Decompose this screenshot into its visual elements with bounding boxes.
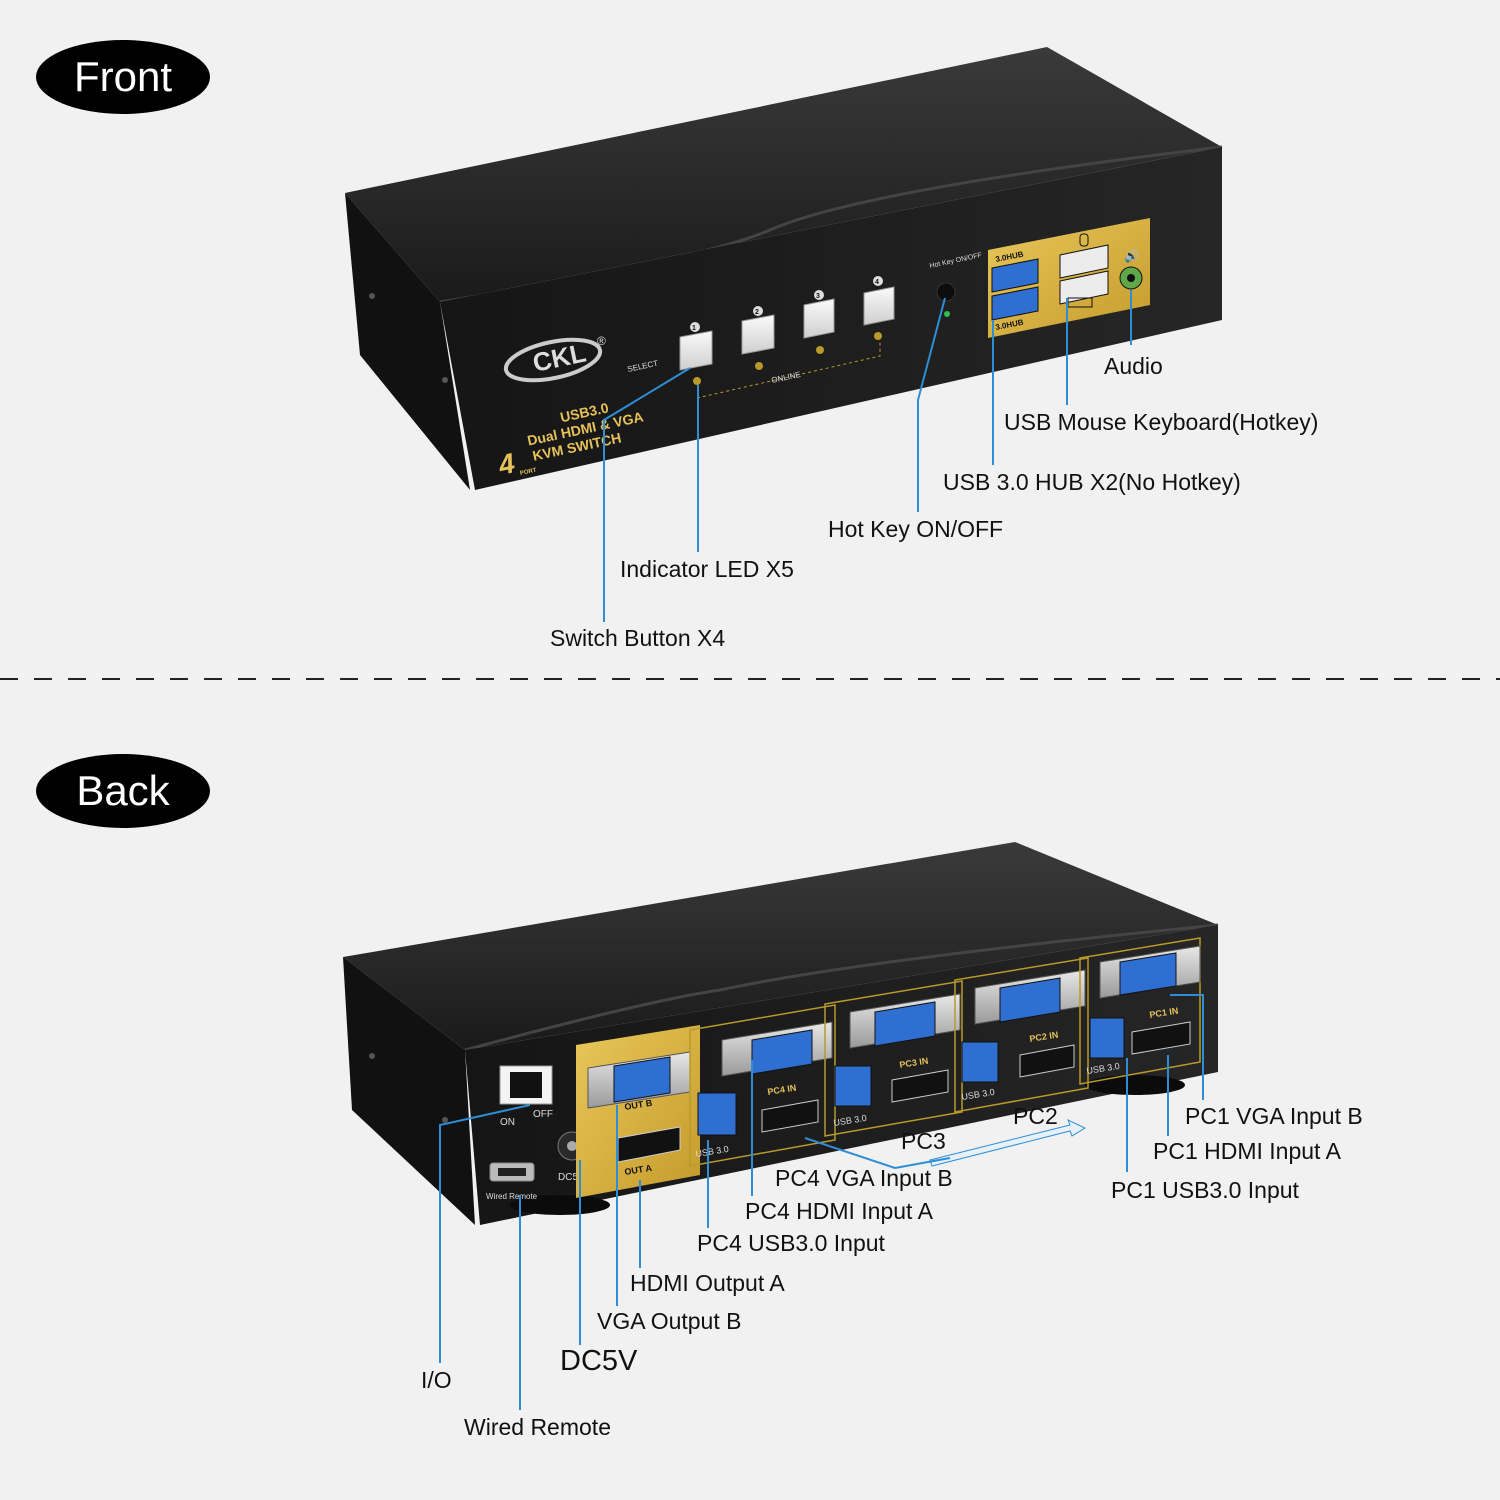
led-4 bbox=[874, 332, 882, 340]
button-number-3: 3 bbox=[816, 293, 820, 300]
hotkey-button[interactable] bbox=[936, 282, 956, 302]
button-number-1: 1 bbox=[692, 325, 696, 332]
back-section-label: Back bbox=[36, 754, 210, 828]
pc2-in-silk: PC2 IN bbox=[1029, 1030, 1059, 1044]
usb-keyboard-port[interactable] bbox=[1059, 270, 1109, 305]
pc3-hdmi-input-a[interactable] bbox=[891, 1069, 949, 1103]
leader-pc1-vga bbox=[1170, 994, 1204, 1100]
callout-pc3: PC3 bbox=[901, 1128, 946, 1154]
ckl-logo: CKL ® bbox=[503, 334, 606, 383]
callout-indicator-led: Indicator LED X5 bbox=[620, 556, 794, 582]
pc2-block bbox=[954, 957, 1089, 1113]
callout-pc4-usb: PC4 USB3.0 Input bbox=[697, 1230, 886, 1256]
registered-mark: ® bbox=[597, 334, 606, 348]
callout-hdmi-out: HDMI Output A bbox=[630, 1270, 785, 1296]
callout-pc4-hdmi: PC4 HDMI Input A bbox=[745, 1198, 934, 1224]
back-left-side bbox=[343, 957, 475, 1225]
port-word: PORT bbox=[520, 468, 538, 477]
callout-io: I/O bbox=[421, 1367, 452, 1393]
port-order-arrow bbox=[929, 1119, 1087, 1167]
speaker-icon: 🔊 bbox=[1124, 248, 1139, 263]
callout-hot-key: Hot Key ON/OFF bbox=[828, 516, 1003, 542]
back-top-shell bbox=[343, 842, 1218, 1050]
pc3-in-silk: PC3 IN bbox=[899, 1056, 929, 1070]
pc1-usb-input[interactable] bbox=[1089, 1017, 1125, 1059]
led-2 bbox=[755, 362, 763, 370]
pc4-usb-input[interactable] bbox=[697, 1092, 737, 1136]
switch-button-2[interactable] bbox=[741, 314, 775, 355]
pc1-in-silk: PC1 IN bbox=[1149, 1006, 1179, 1020]
dc-silk: DC5V bbox=[558, 1172, 585, 1183]
button-number-4: 4 bbox=[875, 279, 879, 286]
callout-pc1-vga: PC1 VGA Input B bbox=[1185, 1103, 1363, 1129]
front-leader-lines bbox=[603, 290, 1132, 622]
callout-usb-mouse-keyboard: USB Mouse Keyboard(Hotkey) bbox=[1004, 409, 1318, 435]
pc4-in-silk: PC4 IN bbox=[767, 1083, 797, 1097]
pc4-hdmi-input-a[interactable] bbox=[761, 1099, 819, 1133]
mouse-icon bbox=[1079, 233, 1089, 247]
callout-switch-button: Switch Button X4 bbox=[550, 625, 725, 651]
off-label: OFF bbox=[533, 1109, 553, 1120]
pc2-usb-input[interactable] bbox=[961, 1041, 999, 1083]
usb-hub-port-1[interactable] bbox=[991, 258, 1039, 293]
out-a-silk: OUT A bbox=[624, 1163, 653, 1177]
callout-vga-out: VGA Output B bbox=[597, 1308, 741, 1334]
indicator-leds: ONLINE bbox=[693, 311, 950, 399]
front-left-side bbox=[345, 193, 470, 490]
switch-button-3[interactable] bbox=[803, 298, 835, 339]
callout-audio: Audio bbox=[1104, 353, 1163, 379]
button-number-2: 2 bbox=[755, 309, 759, 316]
callout-pc2: PC2 bbox=[1013, 1103, 1058, 1129]
wired-remote-silk: Wired Remote bbox=[486, 1192, 538, 1201]
callout-pc4-vga: PC4 VGA Input B bbox=[775, 1165, 953, 1191]
on-label: ON bbox=[500, 1117, 515, 1128]
back-device: ON OFF Wired Remote DC5V OUT B OUT A USB… bbox=[343, 842, 1219, 1225]
callout-dc5v: DC5V bbox=[560, 1345, 638, 1377]
switch-button-1[interactable] bbox=[679, 330, 713, 371]
front-section-label: Front bbox=[36, 40, 210, 114]
pc4-block bbox=[689, 1004, 836, 1167]
callout-usb-hub: USB 3.0 HUB X2(No Hotkey) bbox=[943, 469, 1241, 495]
usb-mouse-port[interactable] bbox=[1059, 244, 1109, 279]
power-rocker bbox=[510, 1072, 542, 1098]
port-count: 4 bbox=[495, 447, 518, 481]
out-b-silk: OUT B bbox=[624, 1098, 654, 1112]
callout-wired-remote: Wired Remote bbox=[464, 1414, 611, 1440]
led-3 bbox=[816, 346, 824, 354]
leader-io bbox=[439, 1104, 531, 1363]
front-top-shell bbox=[345, 47, 1222, 302]
led-1 bbox=[693, 377, 701, 385]
back-leader-lines bbox=[439, 994, 1204, 1410]
callout-pc1-hdmi: PC1 HDMI Input A bbox=[1153, 1138, 1342, 1164]
switch-button-4[interactable] bbox=[863, 286, 895, 326]
switch-buttons: 1 2 3 4 bbox=[679, 276, 895, 371]
callout-pc1-usb: PC1 USB3.0 Input bbox=[1111, 1177, 1300, 1203]
pc3-block bbox=[824, 980, 963, 1137]
pc3-usb-input[interactable] bbox=[834, 1065, 872, 1107]
pc1-hdmi-input-a[interactable] bbox=[1131, 1021, 1191, 1055]
leader-switch-button bbox=[603, 367, 691, 622]
leader-pc4-vga-b bbox=[804, 1137, 896, 1169]
led-hotkey bbox=[944, 311, 950, 317]
leader-hotkey bbox=[917, 297, 946, 512]
pc1-block bbox=[1079, 937, 1201, 1085]
pc2-hdmi-input-a[interactable] bbox=[1019, 1044, 1075, 1078]
usb-hub-port-2[interactable] bbox=[991, 286, 1039, 321]
front-device: CKL ® USB3.0 Dual HDMI & VGA KVM SWITCH … bbox=[345, 47, 1223, 490]
leader-pc4-vga-split bbox=[894, 1157, 951, 1169]
